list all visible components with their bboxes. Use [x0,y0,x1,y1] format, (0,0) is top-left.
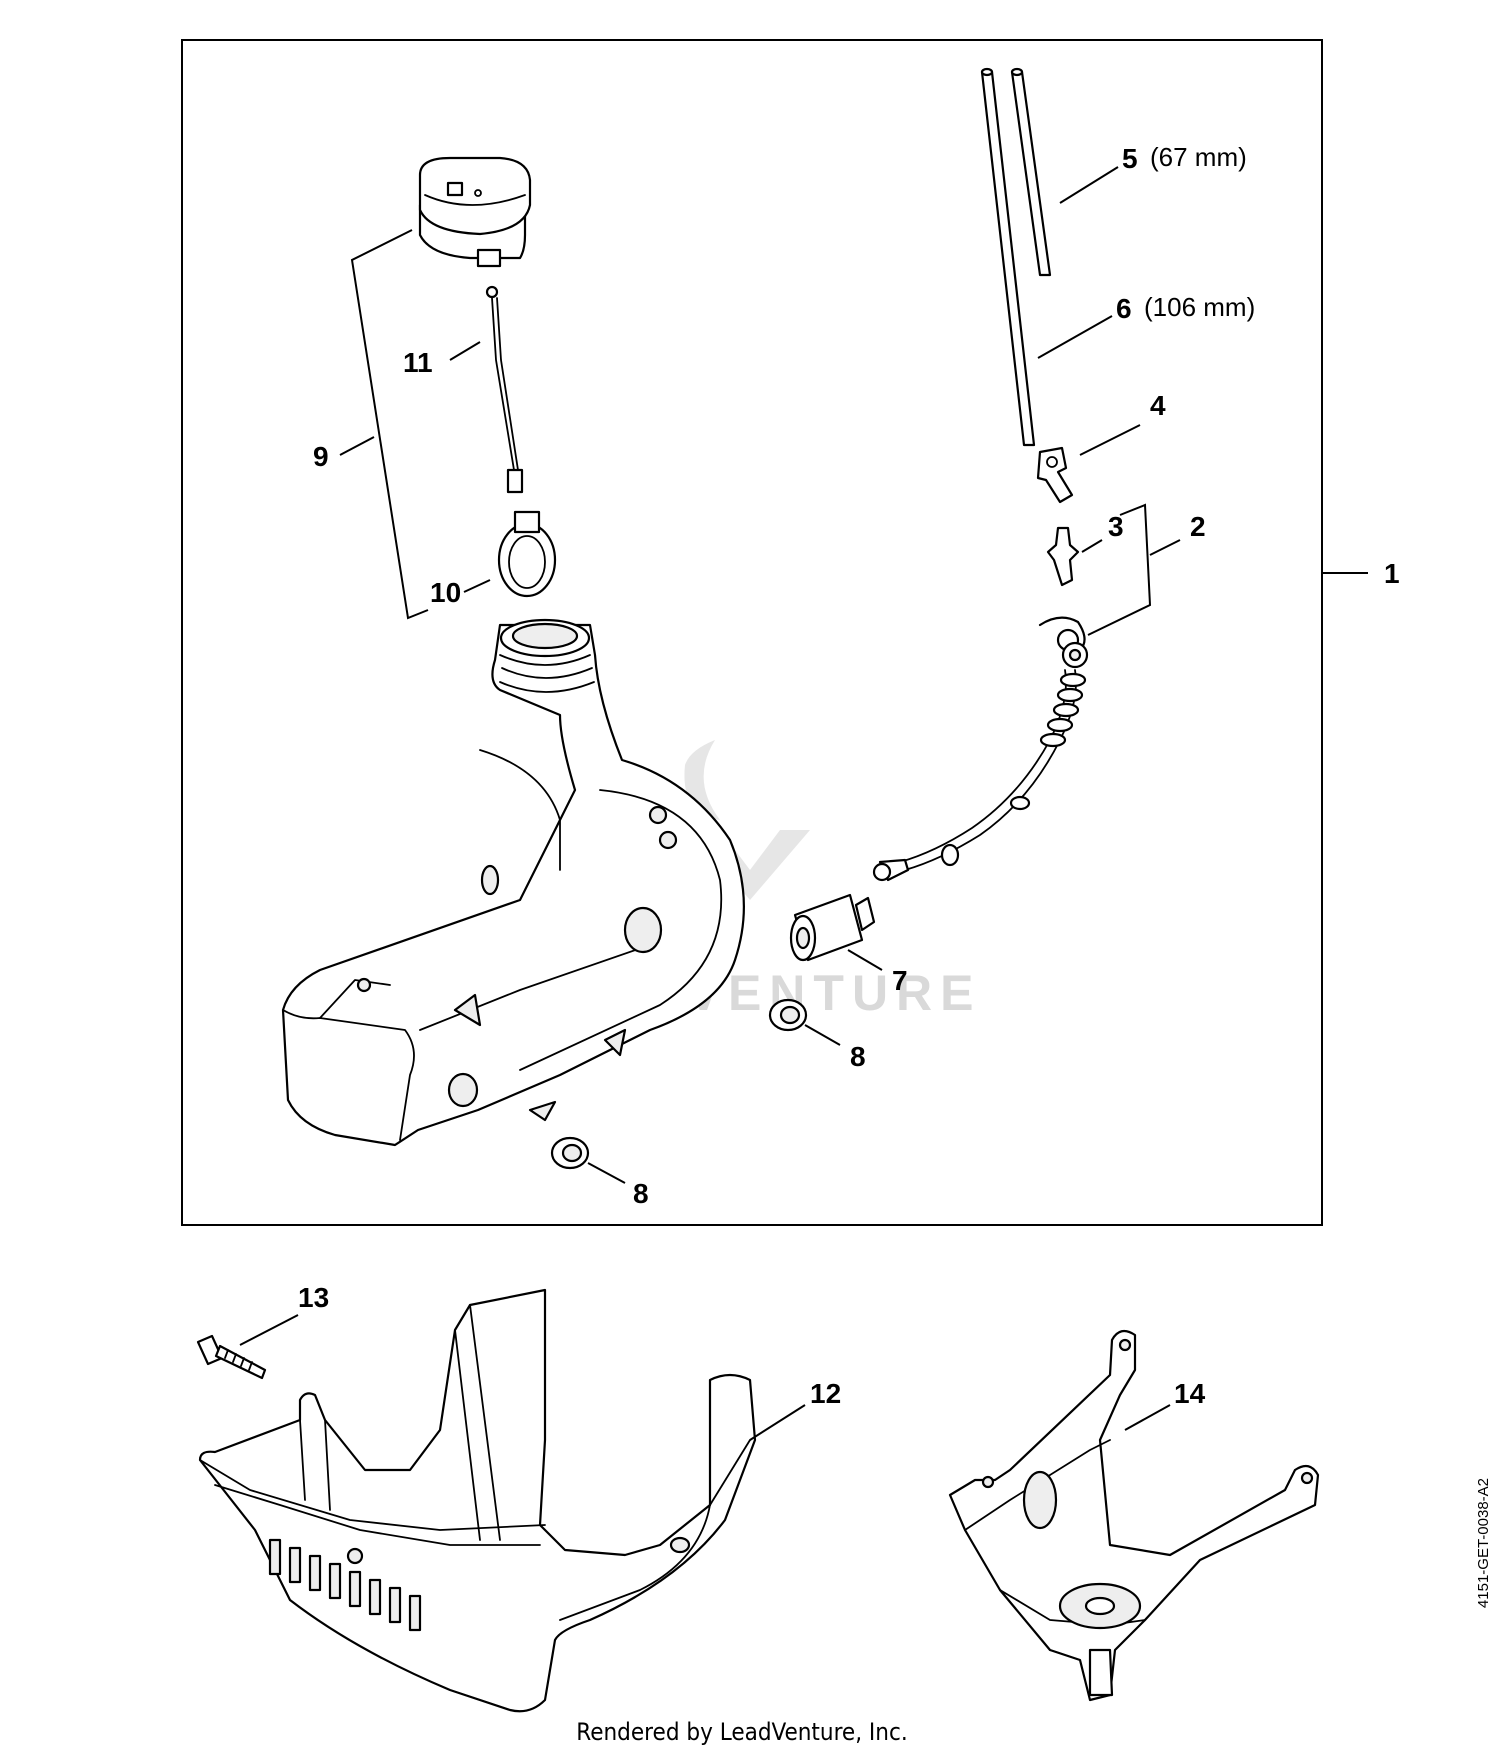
callout-13: 13 [298,1282,329,1313]
callout-10: 10 [430,577,461,608]
part-elbow-fitting [1036,446,1074,504]
part-grommet-upper [768,998,808,1032]
part-grommet-lower [550,1136,590,1170]
callout-6-length: (106 mm) [1144,292,1255,322]
leader-lines [239,166,1368,1441]
callout-1: 1 [1384,558,1400,589]
callout-11: 11 [403,347,433,378]
part-fuel-cap [418,156,532,268]
part-fuel-tank [281,618,745,1147]
callout-4: 4 [1150,390,1166,421]
part-seal-ring [497,510,557,598]
callout-2: 2 [1190,511,1206,542]
part-tank-housing [198,1288,757,1713]
callout-8-lower: 8 [633,1178,649,1209]
callout-5: 5 [1122,143,1138,174]
part-bracket [948,1329,1320,1702]
footer-credit: Rendered by LeadVenture, Inc. [576,1718,907,1746]
part-retainer-cord [485,285,524,494]
callout-14: 14 [1174,1378,1206,1409]
part-valve [1046,526,1080,587]
callouts: 1 2 3 4 5 (67 mm) 6 (106 mm) 7 8 8 9 10 … [298,142,1400,1409]
callout-6: 6 [1116,293,1132,324]
callout-3: 3 [1108,511,1124,542]
callout-9: 9 [313,441,329,472]
reference-code: 4151-GET-0038-A2 [1475,1478,1492,1608]
assembly-1-frame [181,39,1323,1226]
housing-vents [268,1538,422,1632]
callout-12: 12 [810,1378,841,1409]
callout-8-upper: 8 [850,1041,866,1072]
part-fuel-lines [980,67,1052,447]
callout-5-length: (67 mm) [1150,142,1247,172]
part-screw [196,1334,267,1380]
part-fuel-hose [789,616,1089,962]
callout-7: 7 [892,965,908,996]
